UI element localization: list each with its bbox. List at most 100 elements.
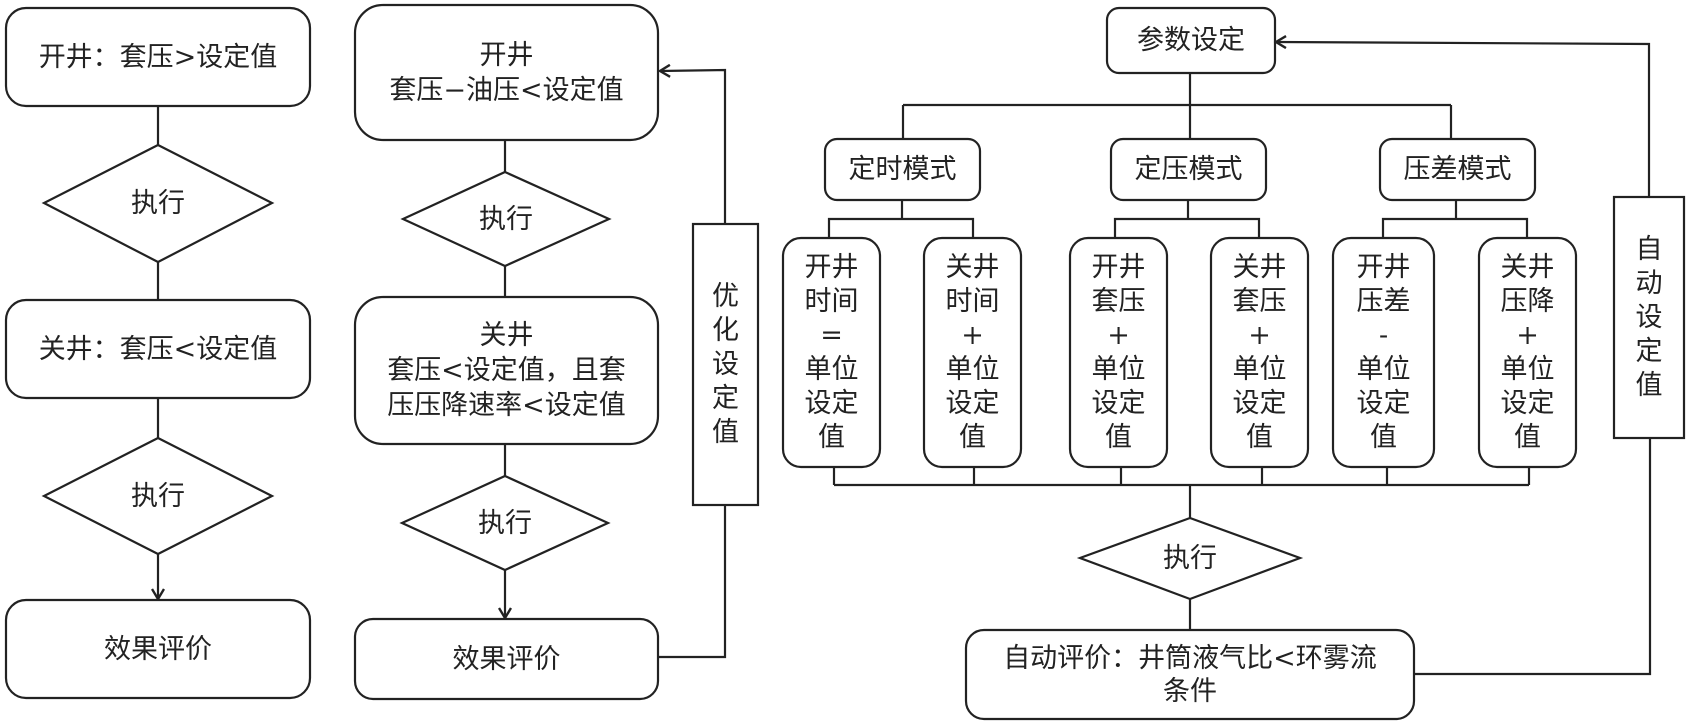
pressure-open-param: 开井 套压 + 单位 设定 值 (1070, 238, 1167, 467)
mid-open-well-box: 开井 套压−油压<设定值 (355, 5, 658, 140)
mid-evaluate-box: 效果评价 (355, 619, 658, 699)
mid-open-well-title: 开井 (479, 39, 534, 71)
param-line: 单位 (1356, 353, 1411, 385)
param-box-shape (1068, 236, 1169, 469)
timed-open-param: 开井 时间 = 单位 设定 值 (783, 238, 880, 467)
param-box-shape (781, 236, 882, 469)
param-operator: + (1516, 319, 1539, 351)
param-line: 开井 (804, 251, 859, 283)
param-line: 关井 (945, 251, 1000, 283)
auto-setting-char: 自 (1635, 233, 1663, 265)
mid-open-well-condition: 套压−油压<设定值 (389, 74, 624, 106)
mid-execute-2: 执行 (402, 476, 608, 570)
left-execute-2: 执行 (44, 438, 272, 554)
param-line: 套压 (1091, 285, 1146, 317)
tree-connector (1113, 217, 1261, 237)
param-line: 开井 (1356, 251, 1411, 283)
mode-timed-label: 定时模式 (848, 154, 957, 185)
param-setting-label: 参数设定 (1137, 25, 1245, 56)
param-line: 单位 (1091, 353, 1146, 385)
param-line: 单位 (945, 353, 1000, 385)
param-line: 设定 (1232, 387, 1287, 419)
param-setting-box: 参数设定 (1107, 8, 1275, 73)
param-operator: = (820, 319, 843, 351)
param-line: 开井 (1091, 251, 1146, 283)
optimize-char: 设 (712, 348, 739, 380)
auto-setting-char: 动 (1635, 267, 1663, 299)
auto-evaluate-box: 自动评价：井筒液气比<环雾流 条件 (966, 630, 1414, 719)
auto-setting-char: 设 (1635, 301, 1663, 333)
left-close-well-label: 关井：套压<设定值 (38, 333, 278, 365)
mid-execute-1: 执行 (403, 172, 609, 266)
param-line: 设定 (1356, 387, 1411, 419)
mode-constant-pressure-label: 定压模式 (1134, 154, 1243, 185)
optimize-char: 定 (712, 382, 739, 414)
optimize-char: 值 (712, 416, 739, 448)
optimize-setting-box-shape (691, 222, 760, 507)
mode-timed: 定时模式 (825, 139, 980, 200)
param-operator: + (1107, 319, 1130, 351)
optimize-setting-box: 优 化 设 定 值 (693, 224, 758, 505)
param-line: 单位 (1232, 353, 1287, 385)
left-evaluate-box-shape (4, 598, 312, 700)
param-line: 单位 (804, 353, 859, 385)
mid-evaluate-label: 效果评价 (452, 643, 561, 675)
diff-open-param: 开井 压差 - 单位 设定 值 (1333, 238, 1434, 467)
param-line: 值 (1370, 421, 1397, 453)
auto-evaluate-line-1: 自动评价：井筒液气比<环雾流 (1003, 642, 1377, 674)
param-line: 时间 (804, 285, 859, 317)
mid-close-well-condition-2: 压压降速率<设定值 (387, 390, 626, 421)
right-feedback-line-lower (1414, 438, 1652, 676)
mid-close-well-box: 关井 套压<设定值，且套 压压降速率<设定值 (355, 297, 658, 444)
optimize-char: 化 (712, 314, 739, 346)
param-line: 值 (818, 421, 845, 453)
param-line: 关井 (1500, 251, 1555, 283)
left-execute-2-label: 执行 (131, 480, 185, 512)
mid-close-well-title: 关井 (479, 320, 534, 351)
param-box-shape (1331, 236, 1436, 469)
param-line: 压差 (1356, 285, 1411, 317)
param-line: 设定 (1091, 387, 1146, 419)
timed-close-param: 关井 时间 + 单位 设定 值 (924, 238, 1021, 467)
right-execute-label: 执行 (1163, 543, 1217, 574)
right-execute: 执行 (1080, 518, 1300, 599)
left-open-well-box: 开井：套压>设定值 (6, 8, 310, 106)
left-evaluate-box: 效果评价 (6, 600, 310, 698)
left-close-well-box: 关井：套压<设定值 (6, 300, 310, 398)
left-execute-1-label: 执行 (131, 188, 185, 219)
left-evaluate-label: 效果评价 (104, 633, 212, 665)
mid-feedback-line-lower (658, 505, 727, 659)
auto-setting-char: 值 (1635, 369, 1663, 401)
param-line: 设定 (1500, 387, 1555, 419)
mode-constant-pressure: 定压模式 (1111, 139, 1266, 200)
mid-close-well-box-shape (353, 295, 660, 446)
param-line: 套压 (1232, 285, 1287, 317)
param-line: 设定 (945, 387, 1000, 419)
mid-execute-1-label: 执行 (479, 203, 533, 235)
auto-evaluate-line-2: 条件 (1163, 675, 1217, 707)
param-box-shape (922, 236, 1023, 469)
param-line: 值 (1105, 421, 1132, 453)
mode-pressure-difference: 压差模式 (1380, 139, 1535, 200)
param-line: 值 (1514, 421, 1541, 453)
optimize-char: 优 (712, 280, 739, 312)
left-open-well-label: 开井：套压>设定值 (38, 41, 278, 73)
mode-box-shape (1378, 137, 1537, 202)
pressure-close-param: 关井 套压 + 单位 设定 值 (1211, 238, 1308, 467)
tree-connector (1381, 217, 1529, 237)
right-feedback-arrow (1276, 42, 1651, 197)
mid-evaluate-box-shape (353, 617, 660, 701)
param-line: 值 (1246, 421, 1273, 453)
param-line: 关井 (1232, 251, 1287, 283)
param-operator: + (1248, 319, 1271, 351)
left-execute-1: 执行 (44, 145, 272, 262)
mode-pressure-difference-label: 压差模式 (1403, 154, 1512, 185)
auto-setting-box: 自 动 设 定 值 (1614, 197, 1684, 438)
mid-feedback-arrow (660, 70, 727, 224)
auto-setting-char: 定 (1635, 335, 1663, 367)
param-line: 时间 (945, 285, 1000, 317)
param-box-shape (1477, 236, 1578, 469)
tree-connector (827, 217, 975, 237)
param-operator: + (961, 319, 984, 351)
